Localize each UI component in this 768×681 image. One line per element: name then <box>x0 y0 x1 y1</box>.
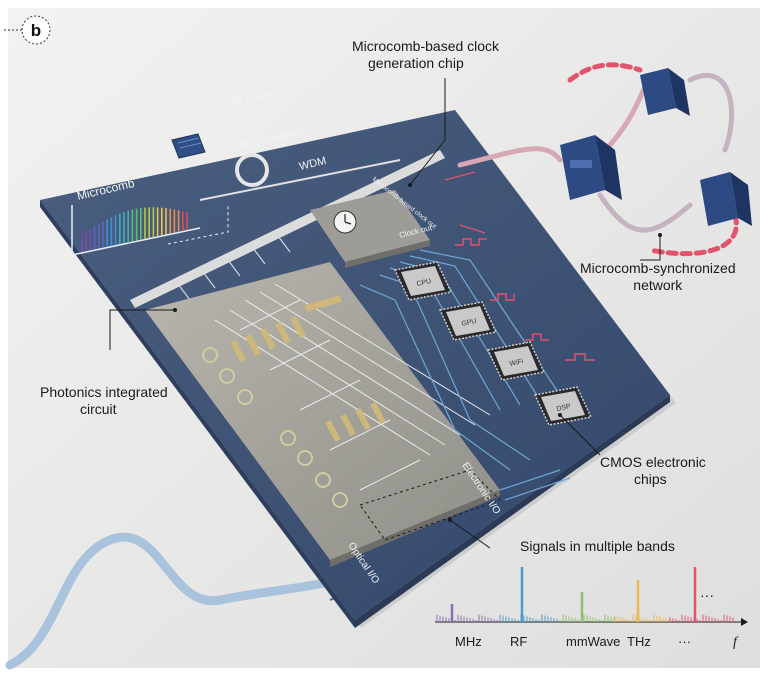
cmos-chip-gpu: GPU <box>438 301 498 341</box>
microresonator-ring <box>235 153 269 187</box>
microcomb-spectrum-inset <box>71 205 229 256</box>
spectrum-band-label: THz <box>627 634 651 649</box>
dfb-laser <box>171 133 206 159</box>
spectrum-ellipsis: ··· <box>700 587 714 603</box>
clock-chip-callout: Microcomb-based clock generation chip <box>352 38 500 71</box>
cmos-chip-label: DSP <box>556 403 572 413</box>
clock-generation-chip <box>310 190 430 262</box>
cmos-callout: CMOS electronic chips <box>600 454 706 487</box>
cmos-chip-label: GPU <box>461 318 477 328</box>
signals-callout: Signals in multiple bands <box>520 538 675 554</box>
cmos-chip-wifi: WiFi <box>486 341 546 381</box>
network-node-3 <box>700 172 752 226</box>
spectrum-band-label: MHz <box>455 634 482 649</box>
network-node-1 <box>560 135 622 200</box>
cmos-chip-dsp: DSP <box>533 386 593 426</box>
network-callout: Microcomb-synchronized network <box>580 260 736 293</box>
panel-label-circle <box>21 15 51 45</box>
clock-signals <box>444 171 595 361</box>
signal-region-outline <box>359 469 501 541</box>
network-node-2 <box>640 68 690 116</box>
cmos-chip-label: CPU <box>416 278 432 288</box>
cmos-chip-label: WiFi <box>509 358 525 368</box>
cmos-chip-cpu: CPU <box>393 261 453 301</box>
photonic-integrated-circuit <box>145 262 500 560</box>
spectrum-band-label: ··· <box>678 634 691 649</box>
callout-leaders <box>109 78 661 549</box>
wdm-bar <box>130 150 445 308</box>
panel-label: b <box>31 21 41 40</box>
pic-ring-resonators <box>202 347 348 508</box>
pic-callout: Photonics integrated circuit <box>40 384 168 417</box>
spectrum-band-label: RF <box>510 634 527 649</box>
pic-heaters <box>230 295 386 443</box>
frequency-spectrum <box>435 567 748 626</box>
frequency-axis-label: f <box>733 635 739 650</box>
spectrum-band-label: mmWave <box>566 634 620 649</box>
optical-fiber <box>5 532 365 670</box>
